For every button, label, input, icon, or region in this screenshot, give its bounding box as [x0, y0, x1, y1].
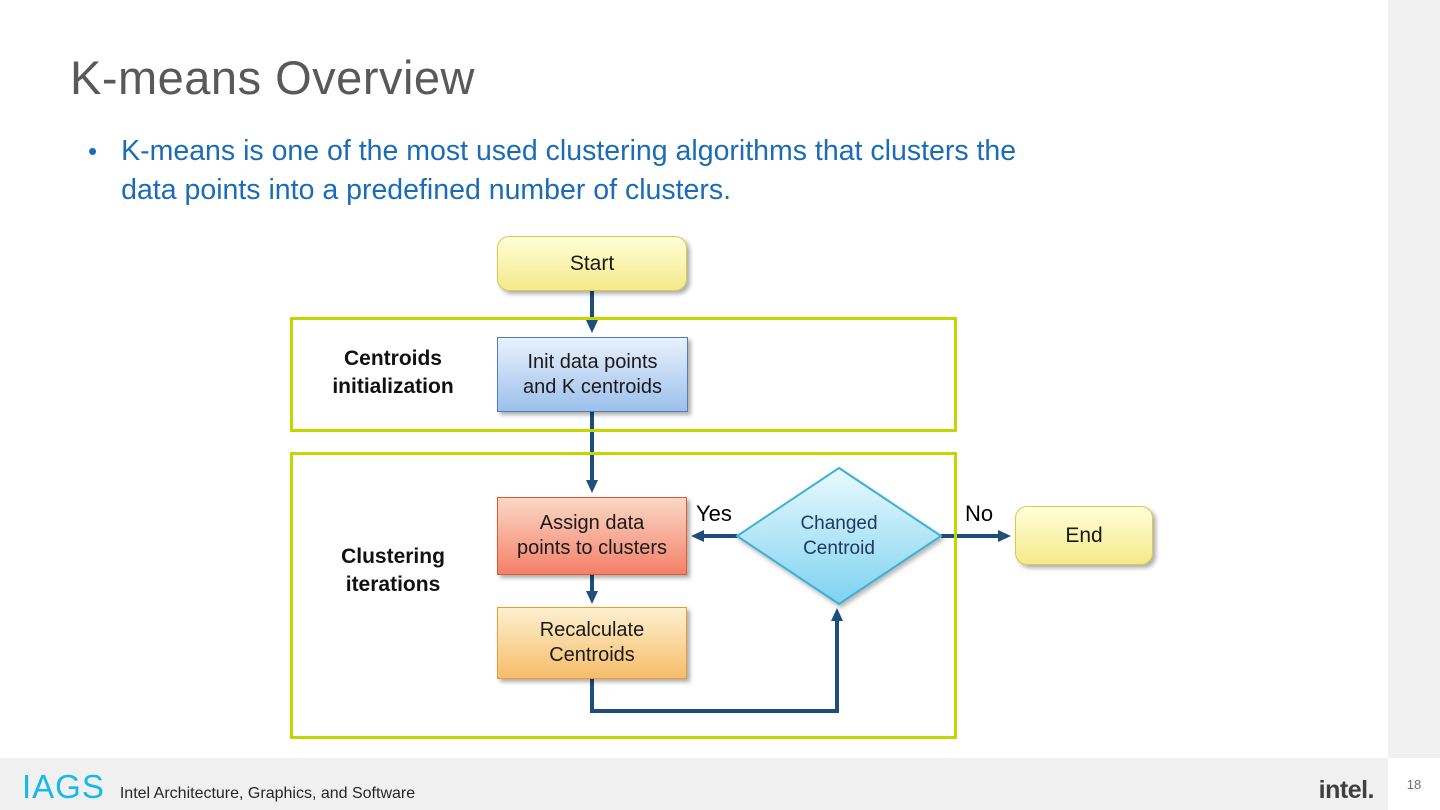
node-decision-changed-centroid: Changed Centroid: [764, 511, 914, 561]
bullet-item: • K-means is one of the most used cluste…: [88, 132, 1016, 210]
node-line-2: Centroid: [803, 538, 875, 559]
decision-diamond-shape: [735, 466, 943, 606]
group-label-line-2: initialization: [332, 375, 454, 398]
bullet-line-2: data points into a predefined number of …: [121, 174, 732, 206]
node-start: Start: [497, 236, 687, 291]
iags-brand: IAGS: [22, 768, 105, 805]
node-line-1: Changed: [800, 513, 878, 534]
bullet-text: K-means is one of the most used clusteri…: [121, 132, 1016, 210]
node-line-2: points to clusters: [516, 537, 668, 559]
page-number-box: 18: [1388, 758, 1440, 810]
group-centroids-initialization: [290, 317, 957, 432]
node-start-label: Start: [569, 252, 615, 275]
footer-bar: IAGS Intel Architecture, Graphics, and S…: [0, 758, 1388, 810]
node-end-label: End: [1065, 524, 1103, 547]
node-assign-points: Assign data points to clusters: [497, 497, 687, 575]
group-clustering-iterations: [290, 452, 957, 739]
bullet-marker-icon: •: [88, 136, 98, 166]
group-label-line-2: iterations: [345, 573, 441, 596]
group-label-centroids-initialization: Centroids initialization: [298, 345, 488, 401]
group-label-line-1: Clustering: [341, 545, 445, 568]
edge-recalculate-to-decision: [590, 608, 843, 713]
node-recalculate-centroids: Recalculate Centroids: [497, 607, 687, 679]
intel-logo: intel.: [1318, 776, 1375, 804]
page-title: K-means Overview: [70, 51, 475, 104]
node-init-data-points: Init data points and K centroids: [497, 337, 688, 412]
node-line-2: Centroids: [549, 644, 635, 666]
group-label-clustering-iterations: Clustering iterations: [298, 543, 488, 599]
node-line-1: Assign data: [539, 512, 645, 534]
group-label-line-1: Centroids: [343, 347, 442, 370]
bullet-line-1: K-means is one of the most used clusteri…: [121, 135, 1017, 167]
page-number: 18: [1406, 776, 1422, 792]
brand-description: Intel Architecture, Graphics, and Softwa…: [119, 785, 416, 802]
node-end: End: [1015, 506, 1153, 565]
node-line-1: Recalculate: [539, 619, 645, 641]
edge-label-yes: Yes: [696, 501, 732, 526]
edge-label-no: No: [965, 501, 994, 526]
node-line-1: Init data points: [527, 350, 658, 373]
node-line-2: and K centroids: [523, 375, 662, 398]
right-margin-strip: [1388, 0, 1440, 758]
